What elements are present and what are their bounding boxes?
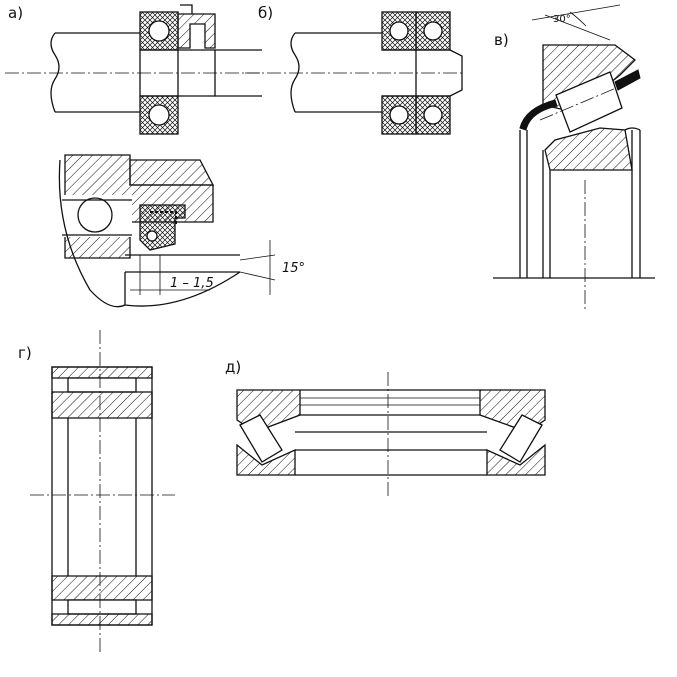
ball-bottom: [148, 104, 170, 126]
seal-cover: [177, 13, 216, 49]
panel-d: д): [225, 358, 546, 497]
panel-a: а): [5, 4, 262, 135]
shaft-chamfer-b: [449, 49, 463, 97]
angle-arc: [569, 11, 587, 27]
shaft-break-line-b: [290, 32, 300, 113]
inner-rings-b: [382, 49, 450, 97]
race-lines: [62, 199, 132, 236]
roller-left-d: [239, 414, 283, 463]
seal-detail: 1 – 1,5 15°: [58, 154, 305, 308]
ball-2-top: [423, 21, 443, 41]
roller-bottom-g: [67, 599, 137, 615]
angle-15-label: 15°: [282, 261, 305, 276]
panel-g-label: г): [18, 344, 32, 362]
roller-top-g: [67, 377, 137, 393]
detail-shaft: [125, 254, 240, 273]
panel-b: б): [245, 4, 465, 135]
inner-ring-g-top: [51, 391, 153, 419]
shaft-wall-left: [542, 150, 551, 278]
seal-right-black: [614, 69, 641, 91]
ring-connect-lines: [295, 389, 487, 476]
inner-ring-v: [544, 127, 633, 171]
panel-a-label: а): [8, 4, 23, 22]
angle-construction-lines: [531, 4, 621, 41]
roller-right-d: [499, 414, 543, 463]
housing-curve: [624, 127, 641, 131]
ring-inner-lines: [300, 397, 480, 406]
seal-spring-path: [150, 211, 177, 226]
ball-top: [148, 20, 170, 42]
shaft-outline: [55, 32, 140, 113]
outer-ring-g-bottom: [51, 613, 153, 626]
housing-wall-right: [631, 130, 641, 278]
shaft-ring-right: [486, 443, 546, 476]
dimension-lines: [130, 255, 210, 295]
detail-break-outline: [58, 159, 126, 308]
panel-v-label: в): [494, 31, 509, 49]
inner-ring-g-bottom: [51, 575, 153, 601]
panel-d-label: д): [225, 358, 241, 376]
detail-cut-outline: [124, 271, 241, 307]
shaft-ring-left: [236, 443, 296, 476]
shaft-break-line: [50, 32, 60, 113]
seal-lip: [180, 4, 193, 14]
ball-1-bottom: [389, 105, 409, 125]
detail-ball: [77, 197, 113, 233]
outer-ring-g-top: [51, 366, 153, 379]
bore-g: [67, 418, 137, 576]
seal-spring: [146, 230, 158, 242]
dimension-label: 1 – 1,5: [170, 276, 214, 291]
shaft-outline-b: [295, 32, 382, 113]
tapered-roller: [555, 71, 623, 133]
ball-2-bottom: [423, 105, 443, 125]
panel-b-label: б): [258, 4, 273, 22]
housing-top: [129, 159, 215, 186]
shaft-step: [178, 49, 216, 97]
shaft-end: [215, 49, 262, 97]
panel-v: в) 30°: [493, 4, 655, 312]
ball-1-top: [389, 21, 409, 41]
seal-left-black: [519, 99, 558, 131]
housing-wall-left: [519, 130, 528, 278]
angle-30-label: 30°: [553, 14, 571, 25]
panel-g: г): [18, 330, 175, 655]
angle-lines: [239, 240, 276, 295]
